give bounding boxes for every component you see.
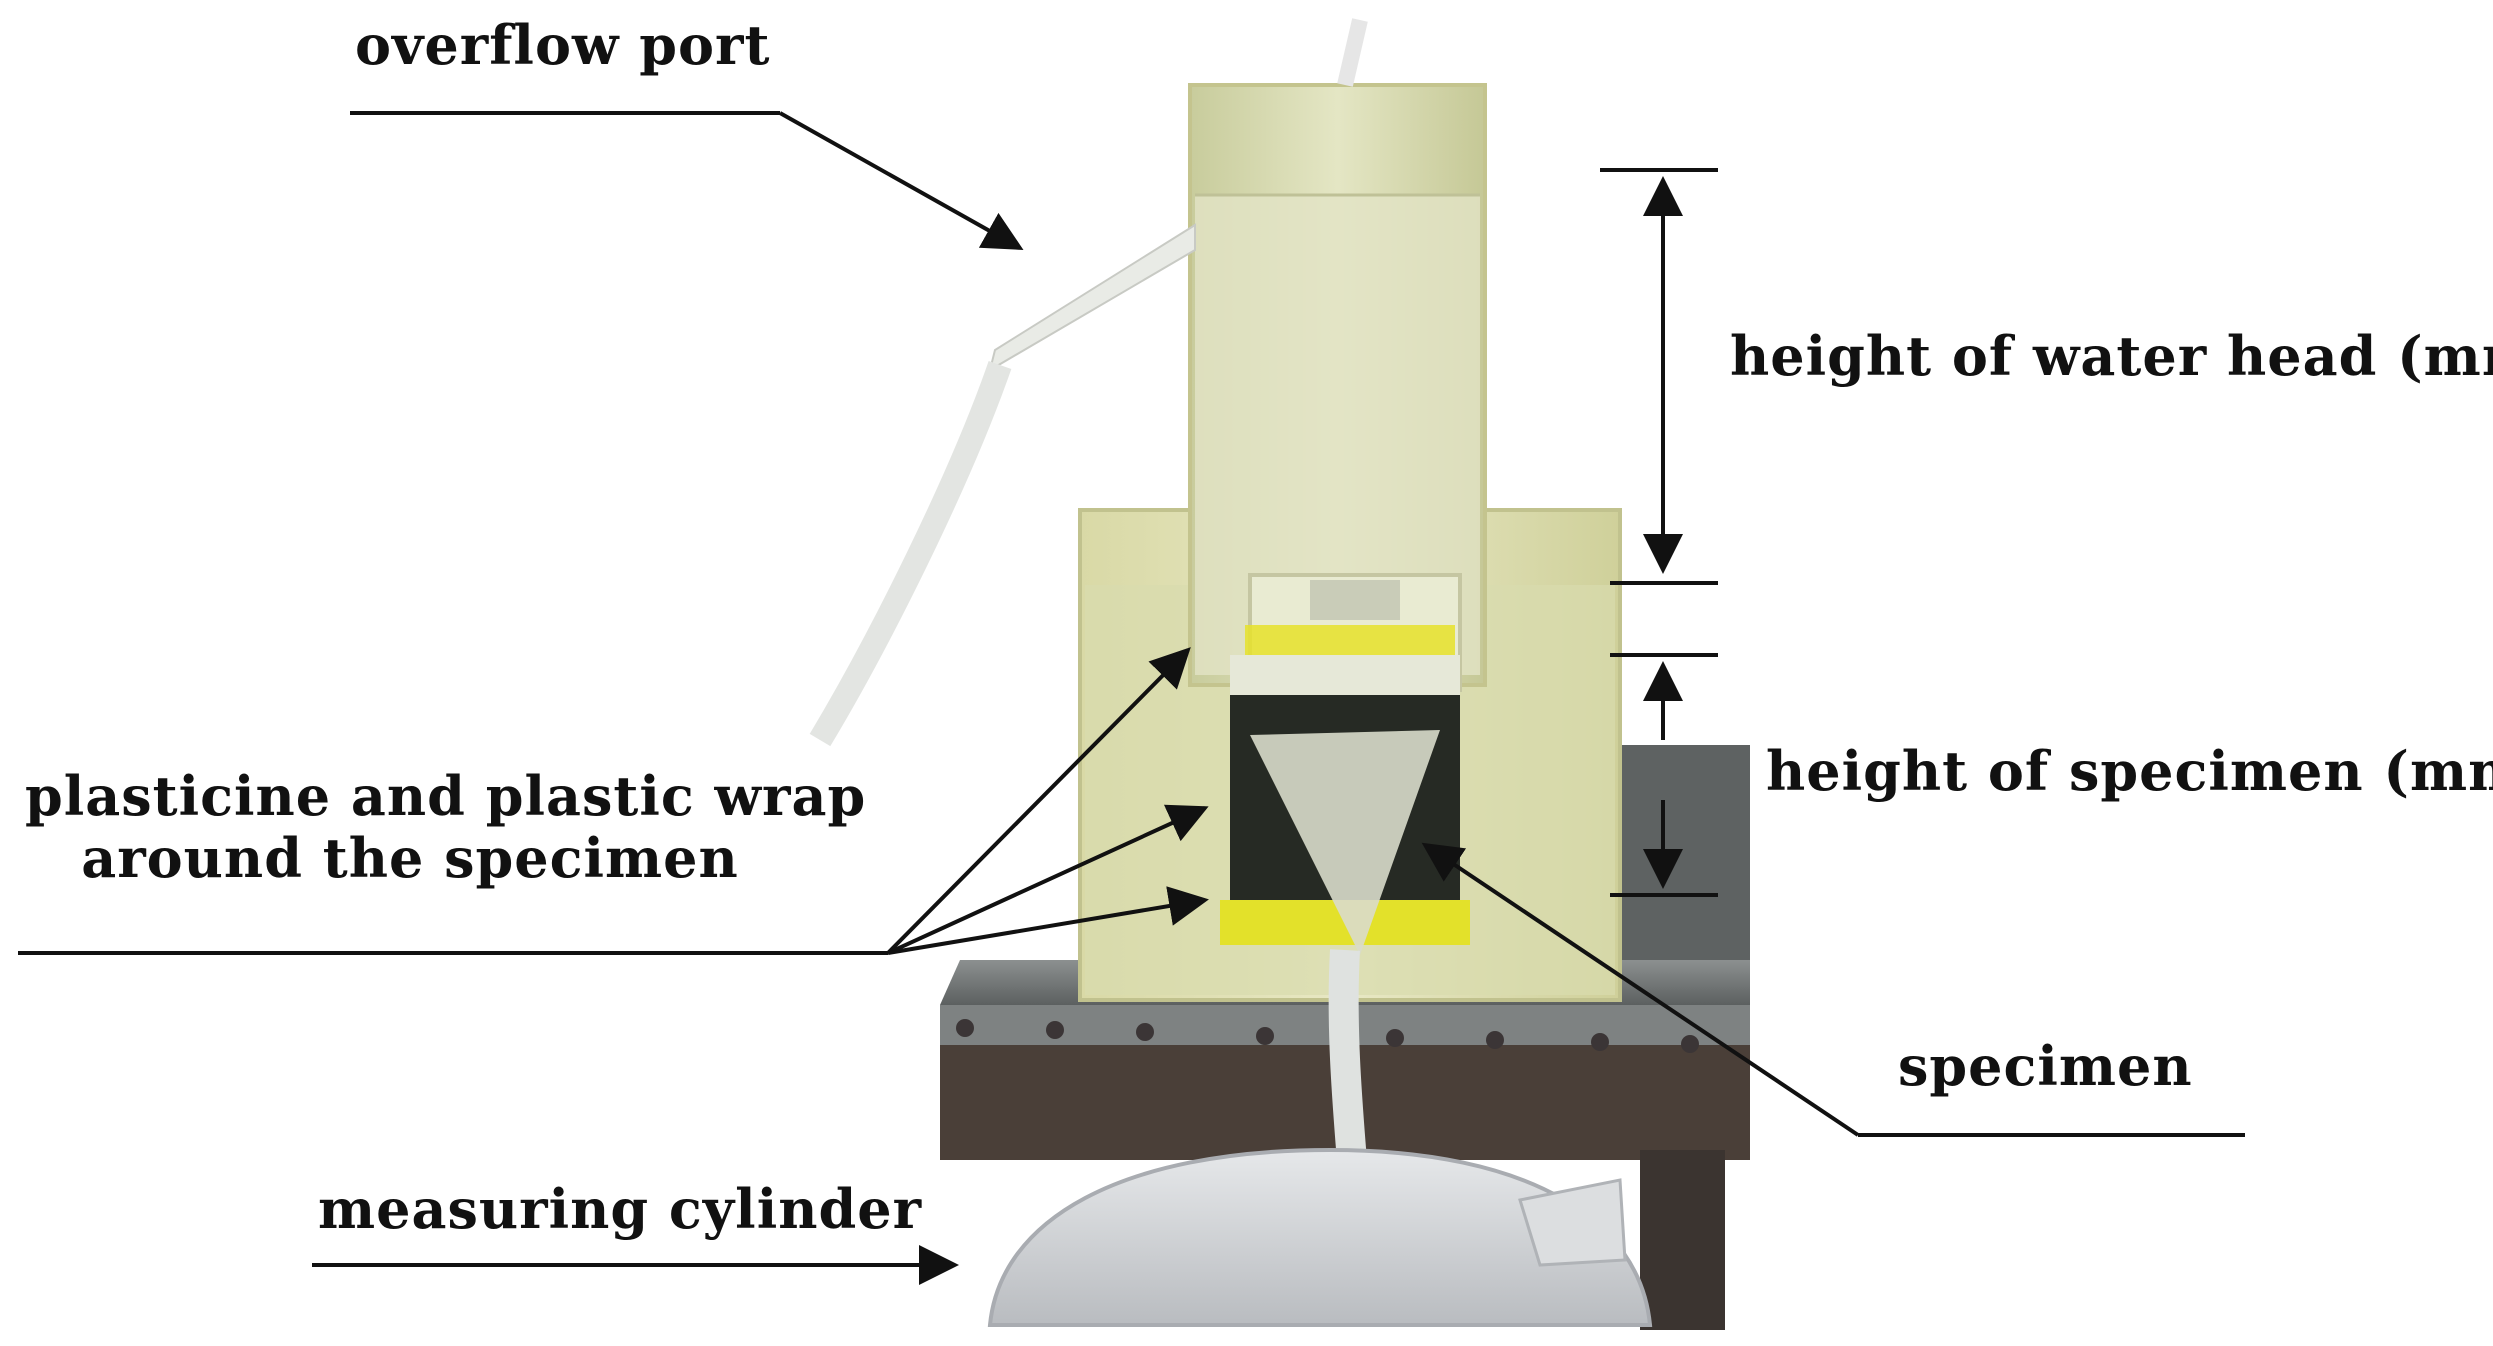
label-plasticine-line1: plasticine and plastic wrap [25, 764, 867, 828]
label-water-head: height of water head (mm) [1730, 324, 2493, 388]
label-specimen: specimen [1898, 1034, 2193, 1098]
label-plasticine: plasticine and plastic wrap around the s… [25, 764, 867, 891]
label-specimen-height: height of specimen (mm) [1766, 739, 2493, 803]
label-measuring-cylinder: measuring cylinder [318, 1177, 923, 1241]
measuring-cylinder-photo [987, 1147, 1653, 1327]
annotations [18, 111, 2245, 1285]
specimen-holder [1230, 573, 1462, 695]
label-overflow-port: overflow port [355, 13, 771, 77]
label-plasticine-line2: around the specimen [81, 826, 739, 891]
overflow-tube [809, 18, 1368, 747]
